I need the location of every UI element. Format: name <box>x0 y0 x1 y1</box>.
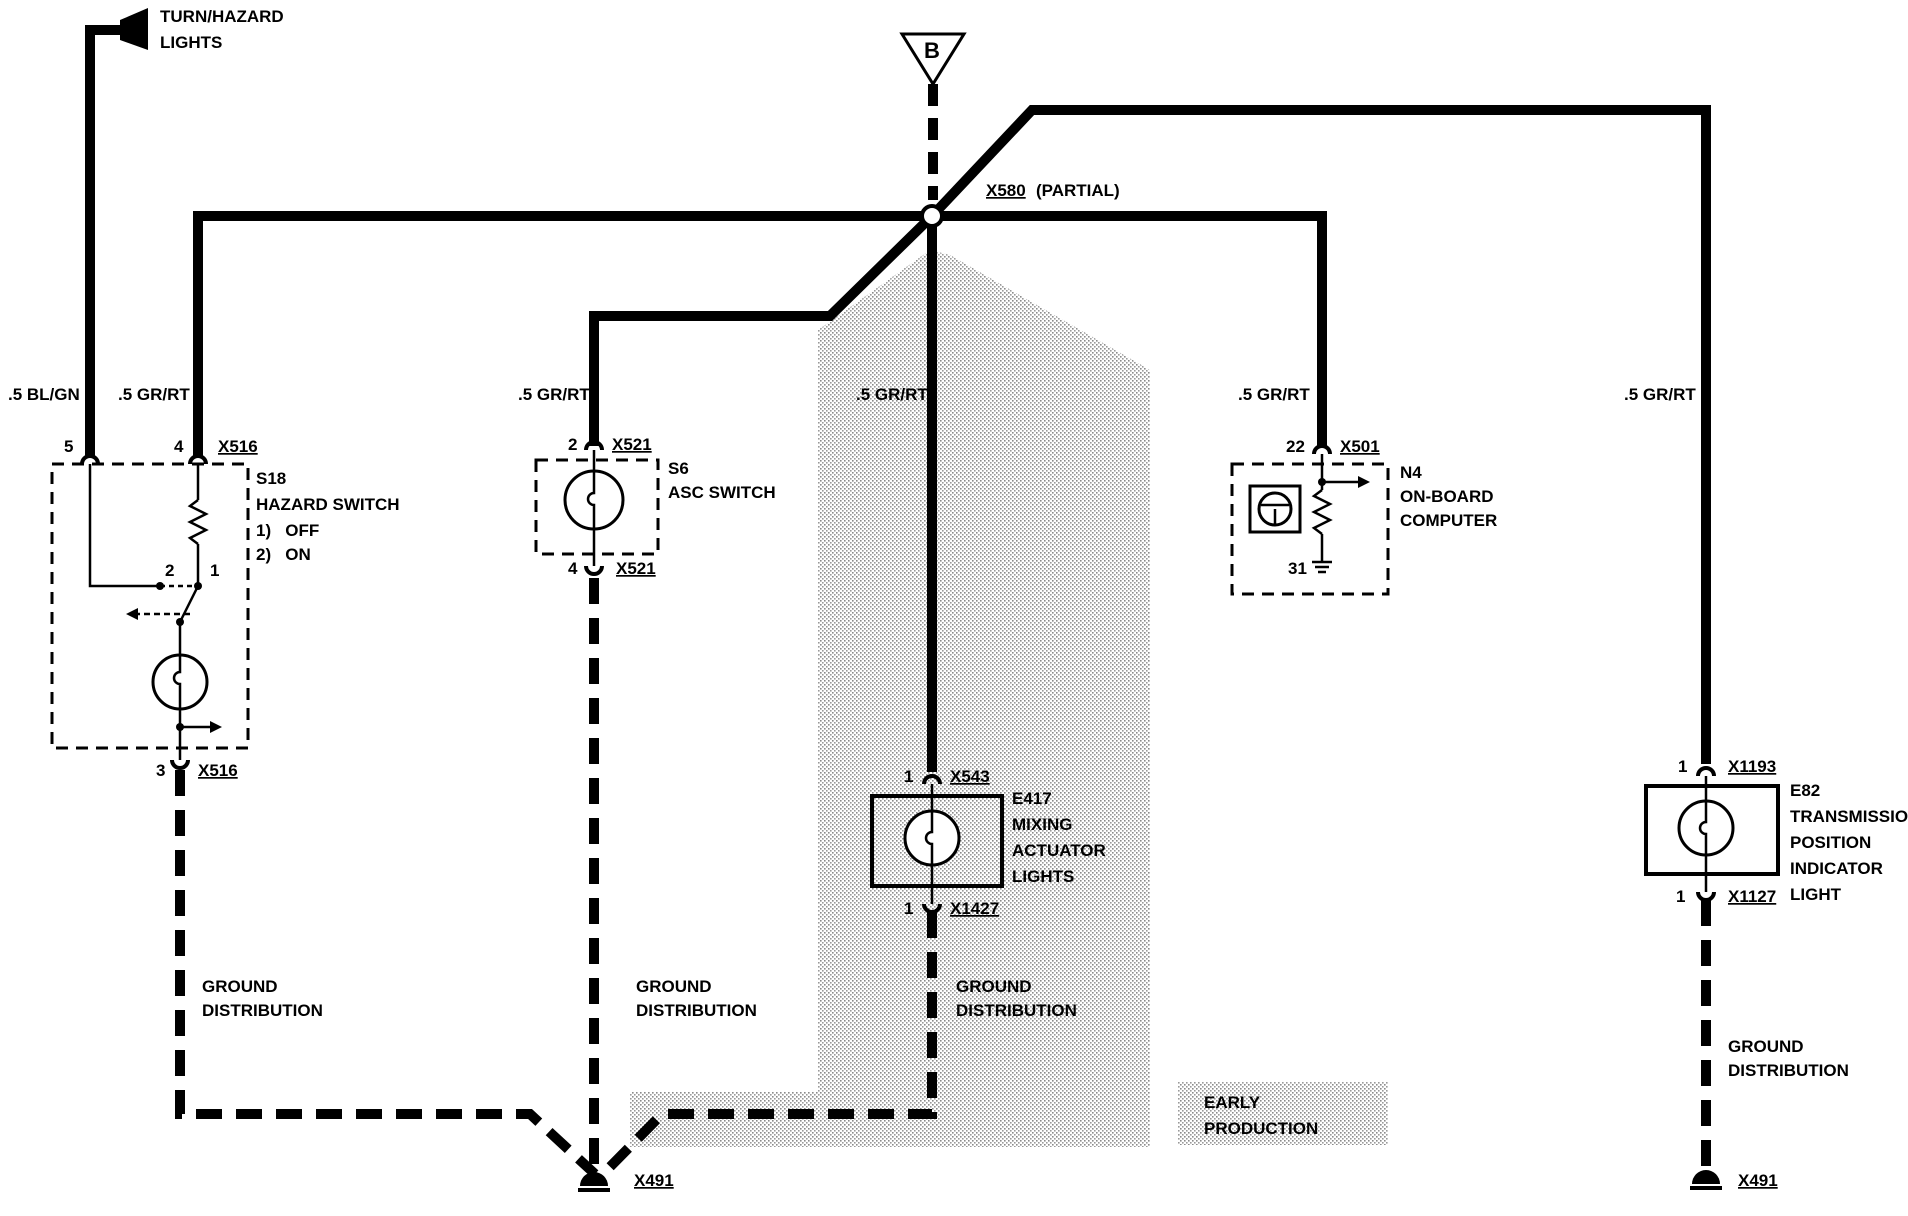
turn-hazard-arrow <box>120 8 148 50</box>
early-production-shading <box>630 250 1388 1147</box>
ground-label-1b: DISTRIBUTION <box>202 1001 323 1020</box>
ground-symbol-right <box>1690 1170 1722 1190</box>
e417-connector-top: X543 <box>950 767 990 786</box>
n4-on-board-computer <box>1230 444 1390 596</box>
e417-line-3: ACTUATOR <box>1012 841 1106 860</box>
s18-connector-top: X516 <box>218 437 258 456</box>
s6-connector-bottom: X521 <box>616 559 656 578</box>
s18-title: HAZARD SWITCH <box>256 495 400 514</box>
s6-pin-2: 2 <box>568 435 577 454</box>
n4-pin-31: 31 <box>1288 559 1307 578</box>
s6-connector-top: X521 <box>612 435 652 454</box>
splice-note: (PARTIAL) <box>1036 181 1120 200</box>
e82-line-1: E82 <box>1790 781 1820 800</box>
ground-label-3b: DISTRIBUTION <box>956 1001 1077 1020</box>
e82-pin-1-bottom: 1 <box>1676 887 1685 906</box>
turn-hazard-label-1: TURN/HAZARD <box>160 7 284 26</box>
ground-x491-right: X491 <box>1738 1171 1778 1190</box>
s18-pin-5: 5 <box>64 437 73 456</box>
wire-grrt-n4 <box>932 211 1327 446</box>
turn-hazard-label-2: LIGHTS <box>160 33 222 52</box>
ground-label-1a: GROUND <box>202 977 278 996</box>
wire-label-grrt-1: .5 GR/RT <box>118 385 190 404</box>
ground-wire-e417 <box>601 912 937 1176</box>
wire-grrt-s18 <box>193 211 932 458</box>
wire-label-grrt-5: .5 GR/RT <box>1624 385 1696 404</box>
s6-title: ASC SWITCH <box>668 483 776 502</box>
e417-pin-1-bottom: 1 <box>904 899 913 918</box>
s18-pos-2: 2) ON <box>256 545 311 564</box>
e82-line-5: LIGHT <box>1790 885 1842 904</box>
e417-line-1: E417 <box>1012 789 1052 808</box>
wire-bl-gn <box>85 25 120 458</box>
splice-label: X580 <box>986 181 1026 200</box>
n4-line-2: ON-BOARD <box>1400 487 1494 506</box>
e82-line-4: INDICATOR <box>1790 859 1883 878</box>
wire-grrt-e82 <box>928 105 1711 764</box>
e417-line-2: MIXING <box>1012 815 1072 834</box>
wire-label-grrt-3: .5 GR/RT <box>856 385 928 404</box>
s18-connector-bottom: X516 <box>198 761 238 780</box>
e82-connector-top: X1193 <box>1728 757 1776 776</box>
early-production-label-2: PRODUCTION <box>1204 1119 1318 1138</box>
ground-x491-left: X491 <box>634 1171 674 1190</box>
ground-wires <box>175 578 1711 1178</box>
s6-name: S6 <box>668 459 689 478</box>
s18-switch-2: 2 <box>165 561 174 580</box>
e82-line-3: POSITION <box>1790 833 1871 852</box>
wire-label-bl-gn: .5 BL/GN <box>8 385 80 404</box>
n4-line-1: N4 <box>1400 463 1422 482</box>
e417-connector-bottom: X1427 <box>950 899 999 918</box>
s18-switch-1: 1 <box>210 561 219 580</box>
ground-label-4b: DISTRIBUTION <box>1728 1061 1849 1080</box>
s6-pin-4: 4 <box>568 559 578 578</box>
wire-label-grrt-2: .5 GR/RT <box>518 385 590 404</box>
e417-pin-1-top: 1 <box>904 767 913 786</box>
labels: TURN/HAZARD LIGHTS X580 (PARTIAL) .5 BL/… <box>8 7 1908 1190</box>
wire-label-grrt-4: .5 GR/RT <box>1238 385 1310 404</box>
e82-connector-bottom: X1127 <box>1728 887 1776 906</box>
s18-pin-4: 4 <box>174 437 184 456</box>
ground-symbol-left <box>578 1168 610 1192</box>
ground-label-2b: DISTRIBUTION <box>636 1001 757 1020</box>
s18-pin-3: 3 <box>156 761 165 780</box>
s18-pos-1: 1) OFF <box>256 521 319 540</box>
ground-wire-s18 <box>175 770 599 1178</box>
early-production-label-1: EARLY <box>1204 1093 1261 1112</box>
n4-connector-top: X501 <box>1340 437 1380 456</box>
b-label: B <box>924 38 940 63</box>
s6-asc-switch <box>534 440 660 576</box>
splice-x580 <box>920 204 944 228</box>
ground-label-4a: GROUND <box>1728 1037 1804 1056</box>
early-production-legend-swatch <box>1178 1082 1388 1145</box>
e417-line-4: LIGHTS <box>1012 867 1074 886</box>
e417-mixing-actuator-lights <box>870 774 1004 914</box>
ground-label-3a: GROUND <box>956 977 1032 996</box>
n4-line-3: COMPUTER <box>1400 511 1497 530</box>
ground-label-2a: GROUND <box>636 977 712 996</box>
s18-hazard-switch <box>50 454 250 770</box>
e82-transmission-indicator-light <box>1644 766 1780 902</box>
e82-line-2: TRANSMISSION <box>1790 807 1908 826</box>
e82-pin-1-top: 1 <box>1678 757 1687 776</box>
wires <box>85 8 1711 772</box>
wire-grrt-s6 <box>589 212 936 446</box>
s18-name: S18 <box>256 469 286 488</box>
b-source: B <box>899 32 967 200</box>
n4-pin-22: 22 <box>1286 437 1305 456</box>
